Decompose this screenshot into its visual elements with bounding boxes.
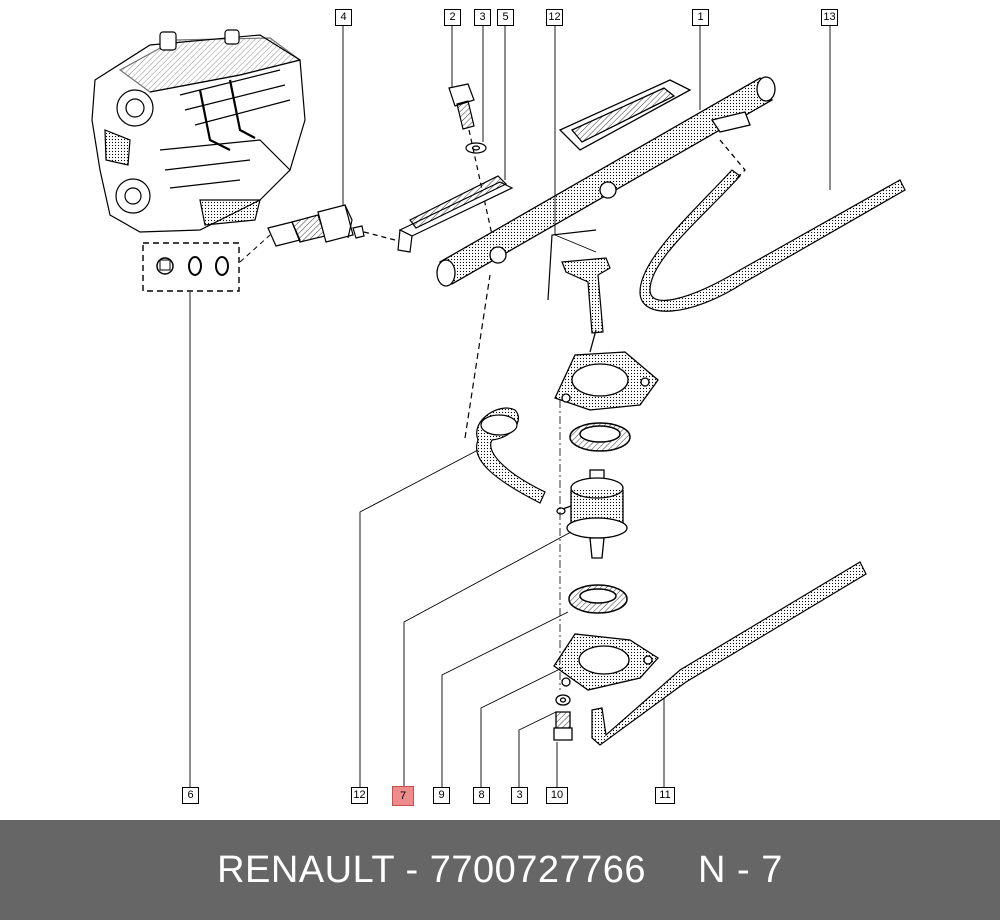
callout-2: 2 — [444, 9, 461, 26]
callout-6: 6 — [182, 787, 199, 804]
callout-3-top: 3 — [474, 9, 491, 26]
return-hose — [639, 169, 906, 312]
callout-12-bottom: 12 — [351, 787, 368, 804]
mounting-bracket-left — [397, 175, 514, 253]
callout-3-bottom: 3 — [511, 787, 528, 804]
callout-12-top: 12 — [546, 9, 563, 26]
seal-ring-upper — [569, 422, 631, 452]
fuel-pressure-regulator — [556, 469, 628, 559]
callout-13: 13 — [821, 9, 838, 26]
lower-flange — [553, 633, 659, 691]
lower-bolt-and-washer — [553, 694, 573, 741]
seal-kit-group — [142, 234, 271, 292]
vacuum-hose-upper — [547, 229, 611, 334]
parts-diagram: 4 2 3 5 12 1 13 6 12 7 9 8 3 10 11 — [91, 9, 906, 806]
callout-4: 4 — [335, 9, 352, 26]
engine-block-illustration — [91, 29, 306, 233]
diagram-drawing — [91, 24, 906, 788]
diagram-reference: N - 7 — [698, 848, 783, 891]
fuel-rail — [436, 76, 776, 287]
callout-8: 8 — [473, 787, 490, 804]
leader-lines — [189, 24, 831, 788]
callout-11: 11 — [655, 787, 675, 804]
callout-1: 1 — [692, 9, 709, 26]
supply-hose — [591, 561, 867, 746]
part-number-footer: RENAULT - 7700727766 N - 7 — [0, 820, 1000, 920]
vacuum-hose-lower — [464, 274, 546, 504]
callout-5: 5 — [497, 9, 514, 26]
fuel-injector — [267, 204, 396, 247]
callout-9: 9 — [433, 787, 450, 804]
seal-ring-lower — [568, 584, 628, 614]
callout-7-highlighted: 7 — [392, 786, 414, 806]
brand-part-number: RENAULT - 7700727766 — [217, 848, 647, 891]
callout-10: 10 — [546, 787, 568, 804]
bolt-and-washer — [448, 83, 493, 236]
upper-flange — [554, 329, 659, 411]
